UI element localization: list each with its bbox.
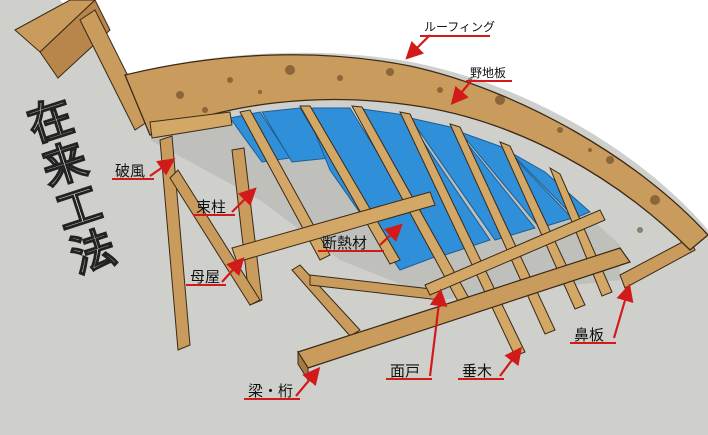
pointer-arrows (149, 34, 634, 397)
face-board-member (424, 209, 606, 296)
underline-strut (193, 214, 235, 216)
fascia-member (619, 237, 696, 289)
label-strut: 束柱 (196, 198, 227, 216)
underline-sheathing (466, 80, 512, 82)
label-fascia: 鼻板 (574, 326, 605, 344)
underline-rafter (458, 378, 504, 380)
underline-face-board (386, 378, 432, 380)
insulation-panels (229, 107, 591, 271)
underline-barge (112, 178, 154, 180)
sky-region (60, 0, 708, 230)
label-barge: 破風 (115, 162, 146, 180)
label-face-board: 面戸 (390, 362, 421, 380)
ridge-structure (14, 0, 151, 131)
sheathing-board (124, 54, 708, 251)
arrow-insulation (379, 223, 403, 246)
label-insulation: 断熱材 (322, 234, 368, 252)
label-rafter: 垂木 (462, 362, 493, 380)
wood-texture (176, 65, 660, 233)
barge-board-member (149, 111, 233, 139)
label-roofing: ルーフィング (424, 20, 496, 34)
underline-beam (244, 398, 300, 400)
arrow-face-board (428, 288, 448, 377)
underline-purlin (186, 284, 226, 286)
arrow-fascia (612, 283, 634, 339)
arrow-purlin (221, 257, 245, 283)
label-beam: 梁・桁 (248, 382, 294, 400)
label-sheathing: 野地板 (470, 66, 507, 80)
arrow-beam (295, 366, 321, 397)
underline-roofing (420, 35, 490, 37)
arrow-rafter (499, 346, 522, 377)
arrow-barge (149, 158, 176, 177)
arrow-sheathing (450, 79, 473, 106)
arrow-roofing (405, 34, 431, 60)
underline-insulation (318, 250, 384, 252)
arrow-strut (231, 187, 257, 213)
underline-fascia (570, 342, 616, 344)
label-purlin: 母屋 (190, 268, 221, 286)
